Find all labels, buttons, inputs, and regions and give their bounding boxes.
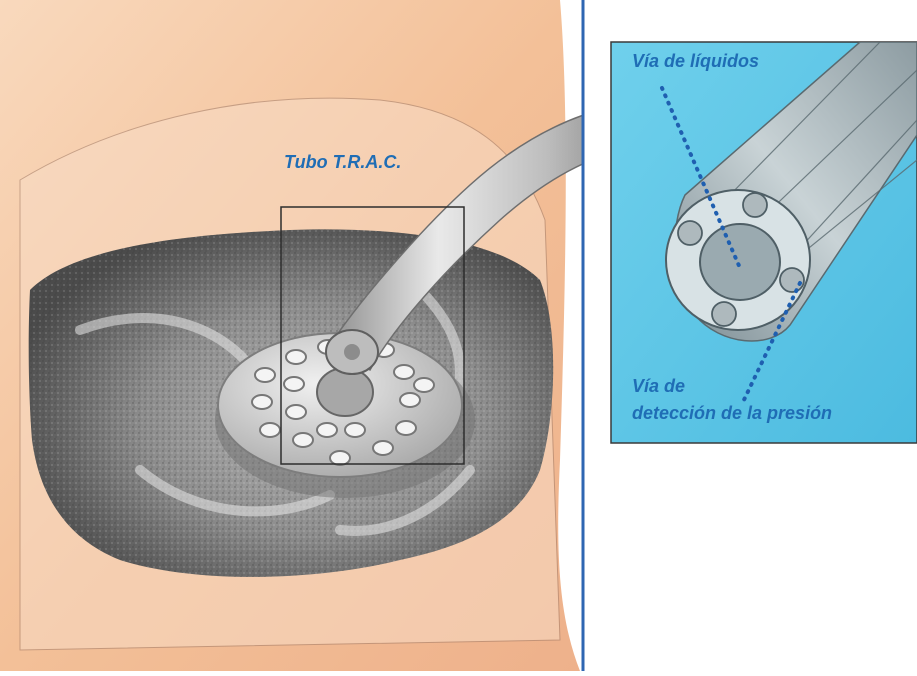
fluid-lumen bbox=[700, 224, 780, 300]
pressure-path-label-line1: Vía de bbox=[632, 376, 685, 397]
pad-center bbox=[317, 368, 373, 416]
fluid-path-label: Vía de líquidos bbox=[632, 51, 759, 72]
pressure-path-label-line2: detección de la presión bbox=[632, 403, 832, 424]
tube-label: Tubo T.R.A.C. bbox=[284, 152, 401, 173]
wound-illustration bbox=[0, 0, 640, 671]
